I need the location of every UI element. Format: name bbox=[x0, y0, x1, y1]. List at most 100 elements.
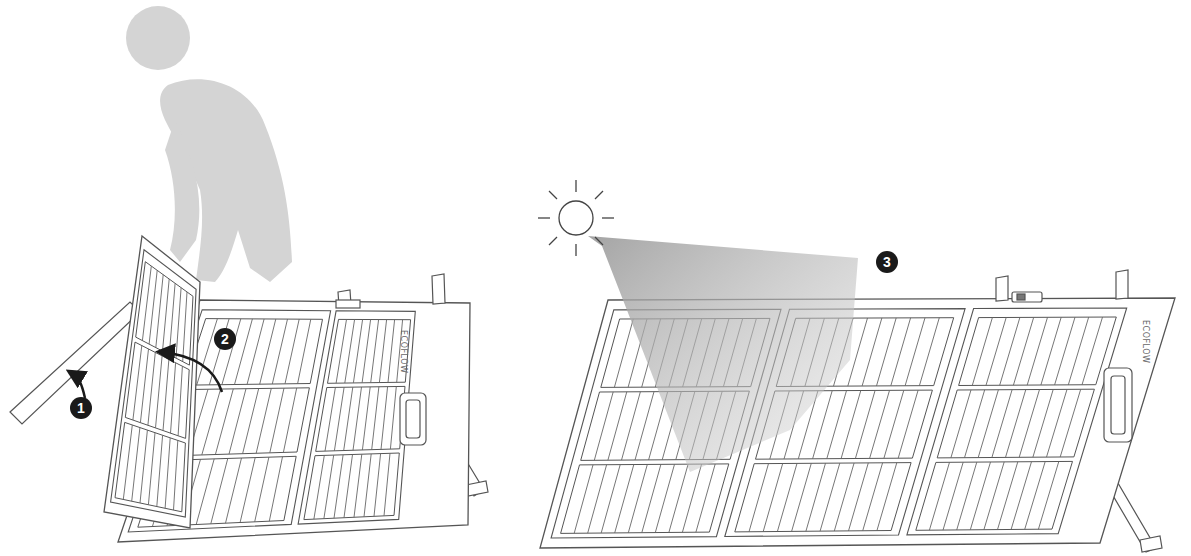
carry-handle bbox=[1104, 368, 1132, 442]
cell-line bbox=[148, 433, 155, 505]
cell-line bbox=[1060, 389, 1081, 457]
brand-logo: ECOFLOW bbox=[399, 330, 408, 373]
cell-line bbox=[614, 319, 633, 387]
cell-line bbox=[970, 462, 990, 530]
callout-number: 3 bbox=[876, 251, 898, 273]
panel-frame bbox=[104, 236, 200, 528]
cell-line bbox=[211, 458, 228, 523]
cell-line bbox=[325, 387, 335, 451]
cell-line bbox=[344, 387, 353, 450]
cell-line bbox=[978, 390, 998, 458]
cell-line bbox=[148, 352, 155, 425]
cell-line bbox=[174, 441, 178, 511]
cell-line bbox=[255, 457, 269, 522]
cell-line bbox=[986, 318, 1006, 386]
cell-line bbox=[269, 457, 282, 522]
cell-line bbox=[862, 318, 882, 386]
cell-line bbox=[749, 464, 769, 532]
sun-icon bbox=[538, 180, 614, 256]
cell-line bbox=[157, 435, 163, 506]
cell-line bbox=[1019, 390, 1039, 458]
person-silhouette bbox=[126, 6, 292, 282]
cell-line bbox=[841, 391, 861, 459]
cell-line bbox=[140, 349, 148, 423]
panel-frame bbox=[298, 311, 415, 524]
panel-frame bbox=[916, 461, 1073, 530]
panel-frame bbox=[125, 342, 189, 438]
cell-line bbox=[1027, 317, 1047, 385]
cell-line bbox=[1006, 390, 1026, 458]
cell-line bbox=[163, 279, 170, 351]
cell-line bbox=[240, 458, 255, 523]
cell-line bbox=[943, 462, 963, 530]
cell-line bbox=[1047, 389, 1068, 457]
cell-line bbox=[1011, 462, 1031, 530]
cell-line bbox=[984, 462, 1004, 530]
panel-tab bbox=[336, 274, 445, 308]
cell-line bbox=[362, 387, 370, 450]
cell-line bbox=[336, 319, 346, 383]
panel-frame bbox=[561, 464, 729, 534]
cell-line bbox=[1082, 317, 1103, 385]
panel-frame bbox=[328, 319, 411, 383]
cell-line bbox=[763, 464, 783, 532]
cell-line bbox=[1033, 390, 1053, 458]
cell-line bbox=[298, 319, 311, 384]
left-solar-panel bbox=[104, 236, 470, 542]
cell-line bbox=[133, 346, 142, 421]
cell-line bbox=[1068, 317, 1088, 385]
cell-line bbox=[898, 390, 918, 458]
cell-line bbox=[353, 387, 362, 450]
cell-line bbox=[285, 319, 299, 384]
cell-line bbox=[919, 318, 939, 386]
cell-line bbox=[283, 388, 296, 452]
cell-line bbox=[229, 389, 246, 454]
cell-line bbox=[364, 454, 371, 517]
cell-line bbox=[272, 319, 287, 384]
cell-line bbox=[384, 453, 390, 516]
cell-line bbox=[324, 455, 334, 518]
callout-number: 2 bbox=[214, 328, 236, 350]
cell-line bbox=[260, 319, 276, 384]
panel-frame bbox=[937, 389, 1094, 458]
cell-line bbox=[344, 455, 353, 518]
cell-line bbox=[1025, 462, 1046, 530]
panel-frame bbox=[184, 319, 323, 386]
cell-line bbox=[379, 320, 386, 383]
cell-line bbox=[957, 462, 977, 530]
cell-line bbox=[142, 266, 151, 341]
cell-line bbox=[196, 459, 214, 525]
cell-line bbox=[929, 462, 949, 530]
cell-line bbox=[362, 320, 371, 383]
cell-line bbox=[345, 319, 355, 383]
cell-line bbox=[696, 464, 715, 532]
cell-line bbox=[247, 319, 264, 384]
cell-line bbox=[334, 455, 343, 518]
fold-arrow bbox=[70, 372, 85, 398]
cell-line bbox=[132, 428, 140, 502]
panel-frame bbox=[115, 422, 185, 511]
cell-line bbox=[372, 387, 379, 450]
cell-line bbox=[1038, 462, 1058, 530]
panel-frame bbox=[316, 386, 405, 451]
cell-line bbox=[334, 387, 344, 451]
cell-line bbox=[388, 320, 395, 383]
cell-line bbox=[156, 356, 163, 428]
cell-line bbox=[390, 387, 396, 450]
cell-line bbox=[215, 389, 233, 455]
cell-line bbox=[314, 455, 324, 519]
cell-line bbox=[998, 462, 1018, 530]
cell-line bbox=[165, 438, 170, 508]
panel-frame bbox=[540, 298, 1175, 548]
panel-frame bbox=[907, 308, 1127, 535]
cell-line bbox=[149, 270, 157, 344]
panel-tab bbox=[996, 270, 1128, 302]
cell-line bbox=[877, 318, 897, 386]
cell-line bbox=[243, 389, 259, 454]
right-solar-panel bbox=[540, 298, 1175, 548]
cell-line bbox=[371, 320, 379, 383]
cell-line bbox=[226, 458, 242, 523]
cell-line bbox=[140, 430, 147, 503]
